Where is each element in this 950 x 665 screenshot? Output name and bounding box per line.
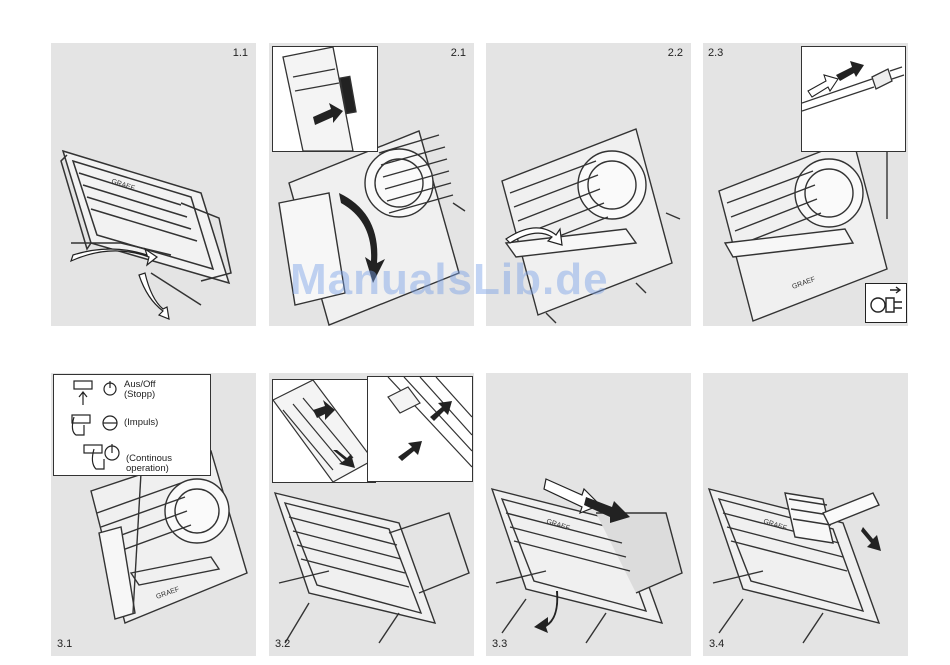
panel-3-4: GRAEF 3.4 [703, 373, 908, 656]
detail-inset-right [367, 376, 473, 482]
detail-drawing [273, 47, 377, 151]
plug-symbol-icon [865, 283, 907, 323]
off-sub-label: (Stopp) [124, 390, 155, 400]
panel-number: 2.3 [708, 47, 723, 59]
detail-inset [272, 46, 378, 152]
panel-number: 3.1 [57, 638, 72, 650]
panel-1-1: GRAEF 1.1 [51, 43, 256, 326]
thickness-plate-illustration [486, 43, 691, 326]
panel-number: 2.1 [451, 47, 466, 59]
panel-number: 3.3 [492, 638, 507, 650]
detail-drawing-left [273, 380, 375, 482]
panel-2-2: 2.2 [486, 43, 691, 326]
panel-number: 3.4 [709, 638, 724, 650]
switch-legend: Aus/Off (Stopp) (Impuls) (Continous oper… [53, 374, 211, 476]
food-pusher-illustration: GRAEF [703, 373, 908, 656]
panel-2-1: 2.1 [269, 43, 474, 326]
slicer-folded-illustration: GRAEF [51, 43, 256, 326]
impulse-label: (Impuls) [124, 418, 158, 428]
panel-3-3: GRAEF 3.3 [486, 373, 691, 656]
detail-inset [801, 46, 906, 152]
panel-3-2: 3.2 [269, 373, 474, 656]
continuous-sub-label: operation) [126, 464, 169, 474]
panel-number: 3.2 [275, 638, 290, 650]
plug-detail-drawing [802, 47, 905, 151]
panel-number: 1.1 [233, 47, 248, 59]
food-carriage-illustration: GRAEF [486, 373, 691, 656]
detail-drawing-right [368, 377, 472, 481]
detail-inset-left [272, 379, 376, 483]
panel-number: 2.2 [668, 47, 683, 59]
